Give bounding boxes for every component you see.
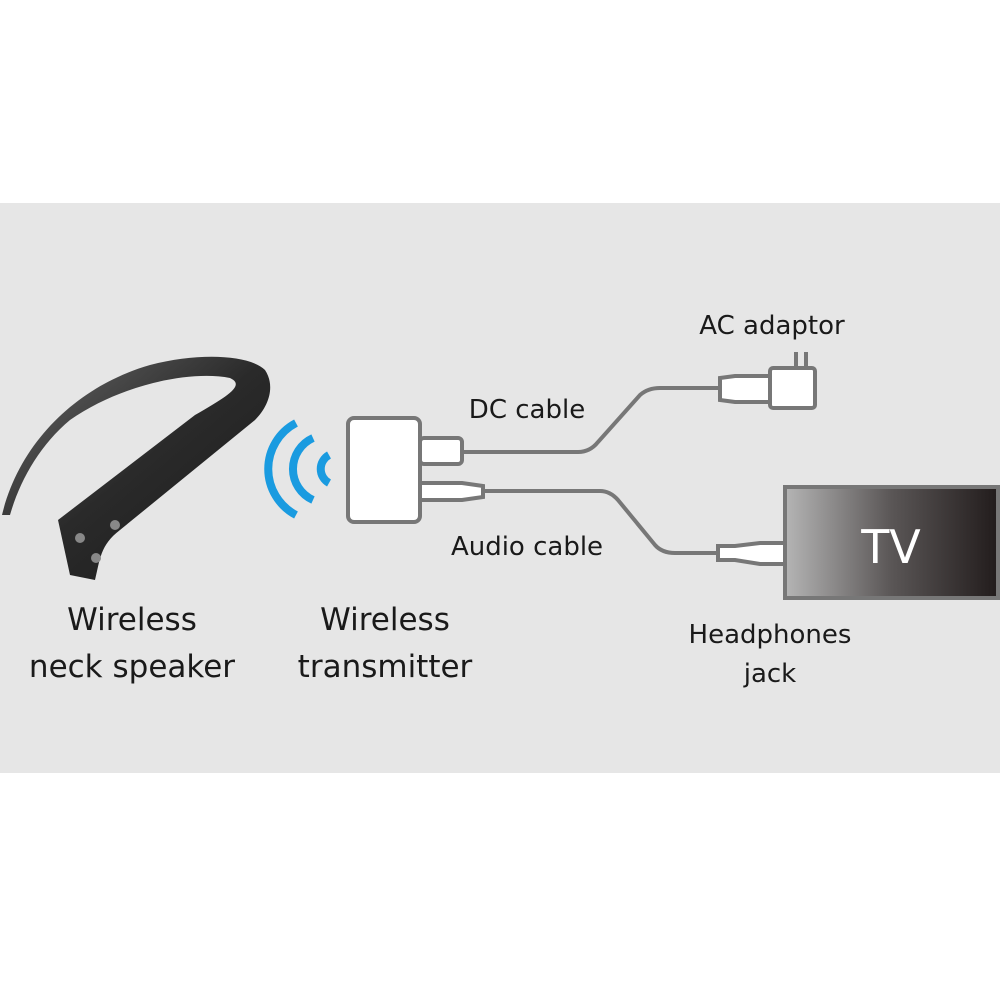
headphones-jack-label: Headphones — [689, 620, 852, 650]
button-icon — [91, 553, 101, 563]
dc-plug — [418, 436, 464, 466]
neck-speaker-image — [2, 356, 271, 580]
button-icon — [75, 533, 85, 543]
dc-cable-label: DC cable — [469, 395, 585, 425]
audio-plug — [418, 481, 485, 502]
wireless-signal-icon — [264, 419, 332, 519]
wireless-transmitter-image — [346, 416, 485, 524]
transmitter-label: Wireless — [320, 602, 450, 638]
audio-cable-label: Audio cable — [451, 532, 603, 562]
audio-cable — [483, 489, 718, 555]
ac-adaptor-label: AC adaptor — [699, 311, 845, 341]
ac-adaptor-image — [718, 352, 817, 410]
neck-speaker-label: neck speaker — [29, 649, 235, 685]
tv-label: TV — [860, 520, 921, 574]
tv-image: TV — [716, 485, 1000, 600]
neck-speaker-label: Wireless — [67, 602, 197, 638]
button-icon — [110, 520, 120, 530]
dc-cable — [462, 386, 720, 454]
headphones-jack-label: jack — [743, 659, 797, 689]
headphone-plug — [716, 541, 787, 566]
transmitter-label: transmitter — [298, 649, 473, 685]
